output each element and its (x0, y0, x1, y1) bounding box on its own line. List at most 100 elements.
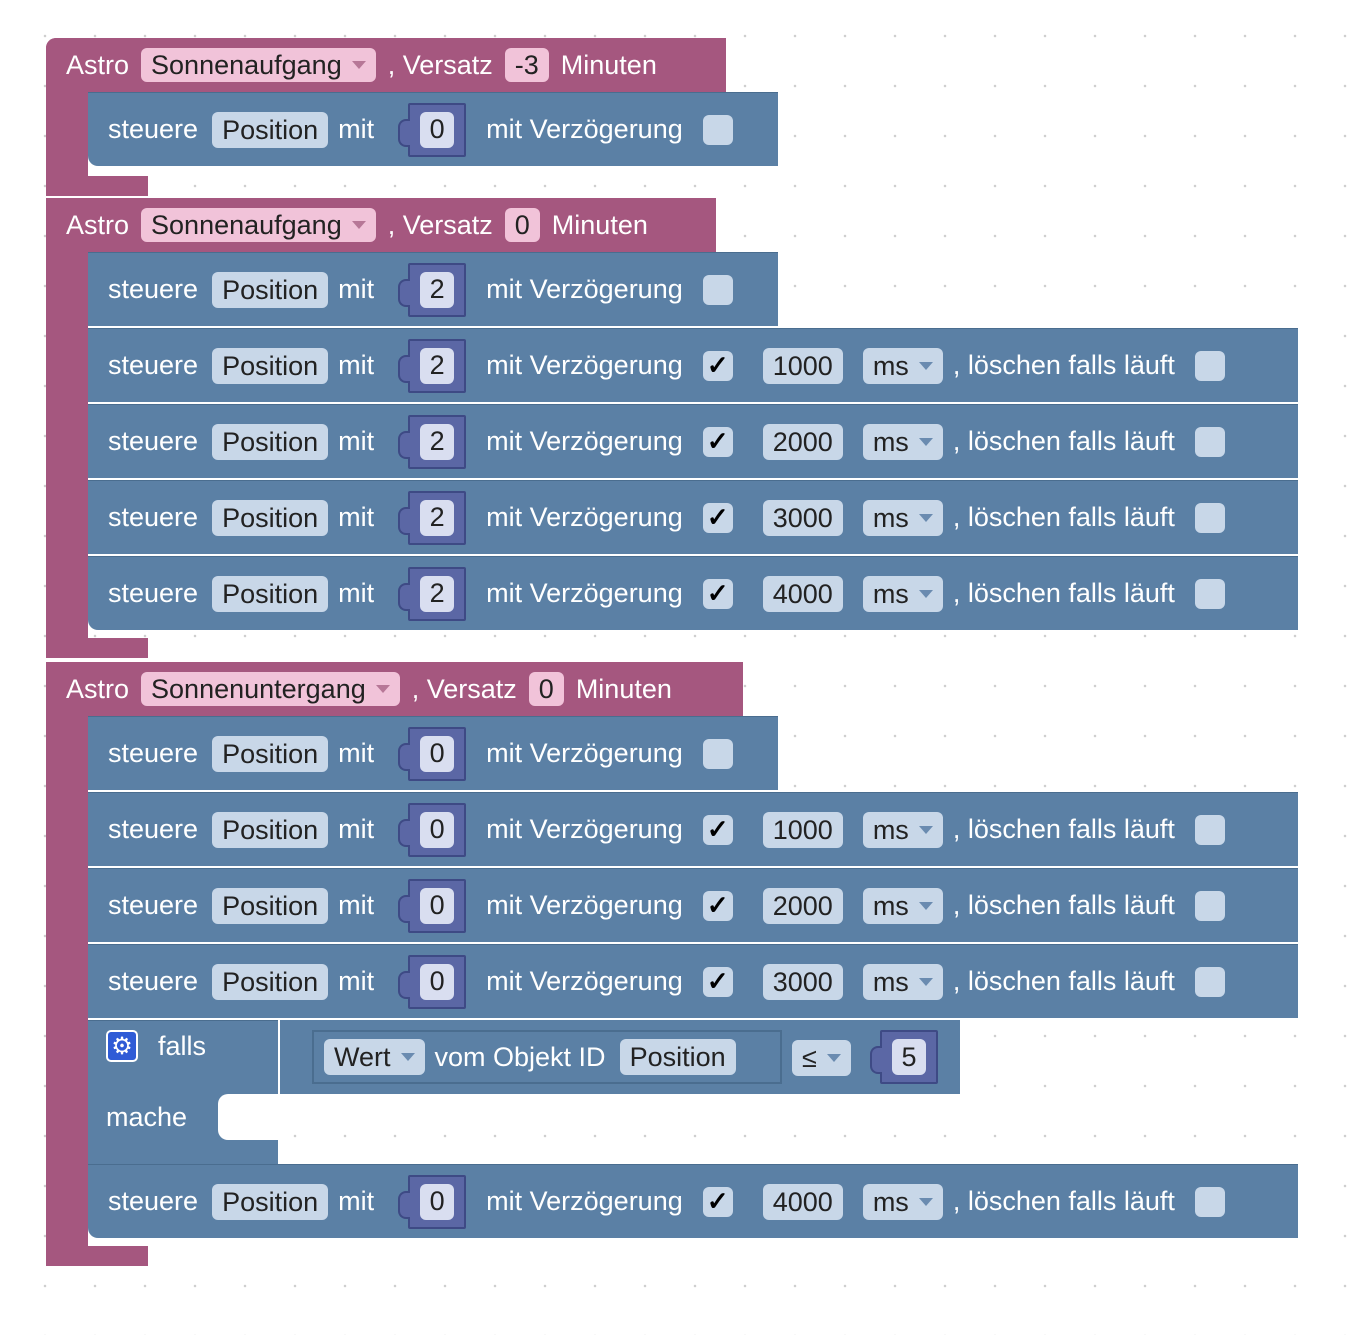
unit-dropdown[interactable]: ms (862, 811, 943, 848)
value-input[interactable]: 0 (420, 735, 455, 772)
action-row[interactable]: steuere Position mit 0 mit Verzögerung ✓… (88, 944, 1298, 1018)
clear-checkbox[interactable] (1194, 426, 1225, 457)
delay-checkbox[interactable] (702, 274, 733, 305)
value-block[interactable]: 2 (398, 490, 467, 545)
clear-label: , löschen falls läuft (952, 890, 1175, 920)
clear-checkbox[interactable] (1194, 1186, 1225, 1217)
delay-ms-input[interactable]: 3000 (762, 499, 843, 536)
value-input[interactable]: 2 (420, 423, 455, 460)
delay-checkbox[interactable]: ✓ (702, 502, 733, 533)
unit-dropdown[interactable]: ms (862, 423, 943, 460)
target-field[interactable]: Position (212, 1183, 329, 1220)
compare-input[interactable]: 5 (892, 1039, 926, 1075)
astro-3-header[interactable]: Astro Sonnenuntergang , Versatz 0 Minute… (46, 662, 743, 716)
unit-dropdown[interactable]: ms (862, 575, 943, 612)
action-row[interactable]: steuere Position mit 0 mit Verzögerung ✓… (88, 792, 1298, 866)
value-input[interactable]: 0 (420, 111, 455, 148)
unit-dropdown[interactable]: ms (862, 887, 943, 924)
clear-checkbox[interactable] (1194, 814, 1225, 845)
target-field[interactable]: Position (212, 111, 329, 148)
value-block[interactable]: 0 (398, 1174, 467, 1229)
gear-icon[interactable]: ⚙ (106, 1030, 138, 1062)
delay-ms-input[interactable]: 1000 (762, 811, 843, 848)
target-field[interactable]: Position (212, 575, 329, 612)
property-dropdown[interactable]: Wert (324, 1039, 425, 1075)
astro-2-header[interactable]: Astro Sonnenaufgang , Versatz 0 Minuten (46, 198, 716, 252)
delay-ms-input[interactable]: 2000 (762, 887, 843, 924)
delay-checkbox[interactable]: ✓ (702, 890, 733, 921)
unit-dropdown[interactable]: ms (862, 963, 943, 1000)
astro-1-header[interactable]: Astro Sonnenaufgang , Versatz -3 Minuten (46, 38, 726, 92)
delay-checkbox[interactable]: ✓ (702, 814, 733, 845)
target-field[interactable]: Position (212, 735, 329, 772)
action-row[interactable]: steuere Position mit 2 mit Verzögerung ✓… (88, 404, 1298, 478)
delay-checkbox[interactable] (702, 738, 733, 769)
value-block[interactable]: 0 (398, 726, 467, 781)
unit-dropdown[interactable]: ms (862, 499, 943, 536)
offset-input[interactable]: -3 (504, 48, 549, 82)
action-row[interactable]: steuere Position mit 2 mit Verzögerung (88, 252, 778, 326)
delay-ms-input[interactable]: 2000 (762, 423, 843, 460)
action-row[interactable]: steuere Position mit 2 mit Verzögerung ✓… (88, 480, 1298, 554)
target-field[interactable]: Position (212, 271, 329, 308)
action-row[interactable]: steuere Position mit 0 mit Verzögerung (88, 92, 778, 166)
target-field[interactable]: Position (212, 963, 329, 1000)
value-input[interactable]: 2 (420, 499, 455, 536)
value-block[interactable]: 2 (398, 262, 467, 317)
action-row[interactable]: steuere Position mit 2 mit Verzögerung ✓… (88, 556, 1298, 630)
delay-checkbox[interactable] (702, 114, 733, 145)
value-block[interactable]: 0 (398, 878, 467, 933)
target-field[interactable]: Position (212, 423, 329, 460)
value-block[interactable]: 0 (398, 954, 467, 1009)
object-value-block[interactable]: Wert vom Objekt ID Position (312, 1030, 782, 1084)
clear-checkbox[interactable] (1194, 502, 1225, 533)
astro-label: Astro (66, 673, 130, 704)
clear-checkbox[interactable] (1194, 350, 1225, 381)
unit-dropdown[interactable]: ms (862, 347, 943, 384)
action-row[interactable]: steuere Position mit 0 mit Verzögerung ✓… (88, 1164, 1298, 1238)
target-field[interactable]: Position (212, 499, 329, 536)
event-dropdown[interactable]: Sonnenuntergang (141, 672, 400, 706)
value-input[interactable]: 2 (420, 575, 455, 612)
compare-block[interactable]: 5 (870, 1030, 938, 1084)
delay-checkbox[interactable]: ✓ (702, 426, 733, 457)
clear-checkbox[interactable] (1194, 890, 1225, 921)
delay-ms-input[interactable]: 1000 (762, 347, 843, 384)
unit-value: ms (872, 502, 909, 533)
value-block[interactable]: 2 (398, 414, 467, 469)
unit-dropdown[interactable]: ms (862, 1183, 943, 1220)
clear-checkbox[interactable] (1194, 578, 1225, 609)
value-input[interactable]: 0 (420, 887, 455, 924)
offset-input[interactable]: 0 (504, 208, 540, 242)
value-block[interactable]: 0 (398, 802, 467, 857)
event-dropdown[interactable]: Sonnenaufgang (141, 208, 376, 242)
value-input[interactable]: 0 (420, 1183, 455, 1220)
delay-checkbox[interactable]: ✓ (702, 966, 733, 997)
target-field[interactable]: Position (212, 347, 329, 384)
object-field[interactable]: Position (619, 1039, 736, 1075)
target-field[interactable]: Position (212, 887, 329, 924)
delay-checkbox[interactable]: ✓ (702, 350, 733, 381)
target-field[interactable]: Position (212, 811, 329, 848)
value-block[interactable]: 2 (398, 566, 467, 621)
value-input[interactable]: 0 (420, 811, 455, 848)
delay-ms-input[interactable]: 4000 (762, 1183, 843, 1220)
action-row[interactable]: steuere Position mit 0 mit Verzögerung ✓… (88, 868, 1298, 942)
action-row[interactable]: steuere Position mit 2 mit Verzögerung ✓… (88, 328, 1298, 402)
delay-ms-input[interactable]: 3000 (762, 963, 843, 1000)
delay-checkbox[interactable]: ✓ (702, 1186, 733, 1217)
compare-wrap: 5 (870, 1030, 938, 1084)
event-dropdown[interactable]: Sonnenaufgang (141, 48, 376, 82)
offset-input[interactable]: 0 (528, 672, 564, 706)
delay-ms-input[interactable]: 4000 (762, 575, 843, 612)
clear-checkbox[interactable] (1194, 966, 1225, 997)
value-input[interactable]: 2 (420, 271, 455, 308)
delay-checkbox[interactable]: ✓ (702, 578, 733, 609)
value-block[interactable]: 0 (398, 102, 467, 157)
value-input[interactable]: 2 (420, 347, 455, 384)
action-row[interactable]: steuere Position mit 0 mit Verzögerung (88, 716, 778, 790)
value-block[interactable]: 2 (398, 338, 467, 393)
astro-3-spine (46, 662, 88, 1266)
operator-dropdown[interactable]: ≤ (792, 1040, 851, 1076)
value-input[interactable]: 0 (420, 963, 455, 1000)
